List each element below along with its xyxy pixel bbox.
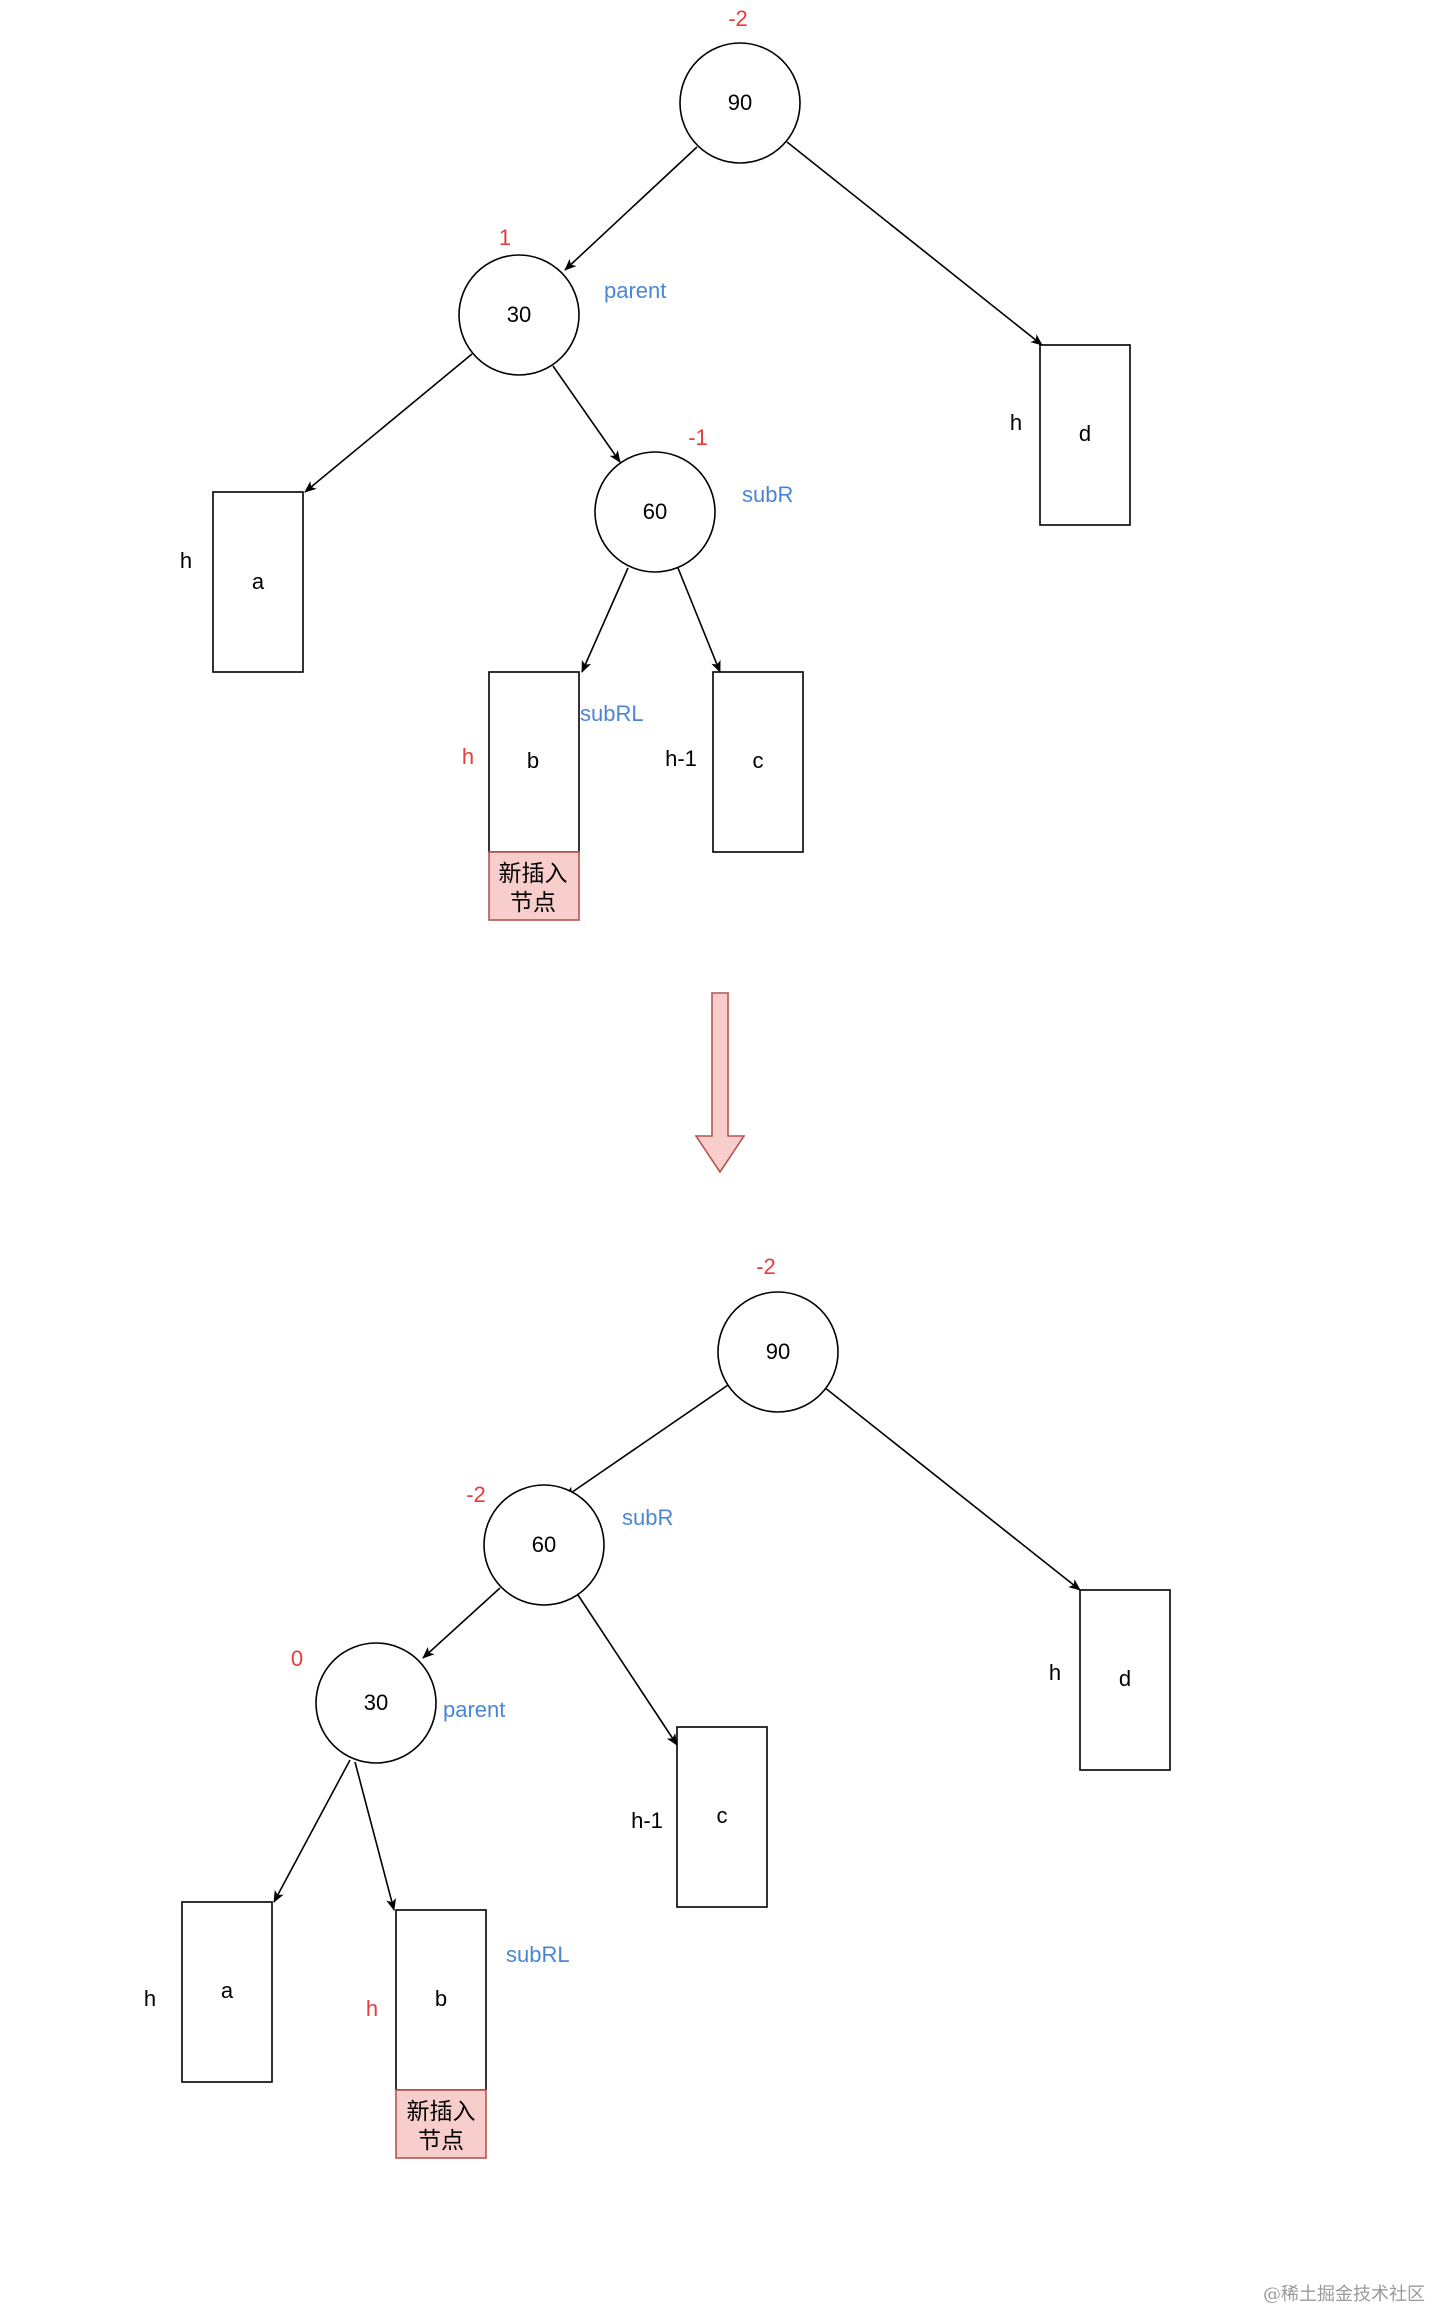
edge-60-to-c <box>577 1594 678 1746</box>
subtree-c-after <box>676 1726 768 1908</box>
subtree-d-height: h <box>1010 410 1022 435</box>
subtree-c-label: c <box>753 748 764 773</box>
edge-30-to-b <box>354 1761 397 1911</box>
diagram-after: 90 -2 60 -2 subR 30 0 parent a h b h sub… <box>144 1254 1171 2159</box>
subR-label: subR <box>742 482 793 507</box>
subtree-a-height: h <box>180 548 192 573</box>
node-60-balance-factor: -1 <box>688 425 708 450</box>
node-60 <box>594 451 716 573</box>
node-60-after-balance-factor: -2 <box>466 1482 486 1507</box>
node-30-after-key: 30 <box>364 1690 388 1715</box>
subRL-after-label: subRL <box>506 1942 570 1967</box>
edge-90-to-30 <box>564 146 698 271</box>
new-node-after-line1: 新插入 <box>407 2099 476 2125</box>
new-inserted-node <box>488 851 580 921</box>
down-arrow-icon <box>694 992 746 1174</box>
subtree-b-after-height: h <box>366 1996 378 2021</box>
subtree-a-after-label: a <box>221 1978 234 2003</box>
subtree-d-label: d <box>1079 421 1091 446</box>
subtree-d-after-height: h <box>1049 1660 1061 1685</box>
subtree-c-after-label: c <box>717 1803 728 1828</box>
subtree-a-after <box>181 1901 273 2083</box>
edge-60-to-c <box>677 567 721 673</box>
edge-30-to-a <box>304 353 473 493</box>
subtree-d <box>1039 344 1131 526</box>
node-30-after-balance-factor: 0 <box>291 1646 303 1671</box>
node-30 <box>458 254 580 376</box>
subtree-c <box>712 671 804 853</box>
node-90-key: 90 <box>728 90 752 115</box>
diagram-before: 90 -2 30 1 parent 60 -1 subR a h b h sub… <box>180 6 1131 921</box>
edge-90-to-d <box>786 141 1043 346</box>
subtree-a-after-height: h <box>144 1986 156 2011</box>
node-60-after <box>483 1484 605 1606</box>
subtree-b-height: h <box>462 744 474 769</box>
node-90-after <box>717 1291 839 1413</box>
edge-90-to-d <box>823 1386 1081 1591</box>
new-node-line1: 新插入 <box>499 861 568 887</box>
subtree-b-label: b <box>527 748 539 773</box>
node-90 <box>679 42 801 164</box>
edge-30-to-60 <box>552 365 621 463</box>
parent-after-label: parent <box>443 1697 505 1722</box>
parent-label: parent <box>604 278 666 303</box>
edge-60-to-30 <box>422 1587 501 1659</box>
subtree-a-label: a <box>252 569 265 594</box>
node-90-balance-factor: -2 <box>728 6 748 31</box>
node-90-after-key: 90 <box>766 1339 790 1364</box>
subRL-label: subRL <box>580 701 644 726</box>
edge-60-to-b <box>581 567 629 673</box>
new-node-line2: 节点 <box>510 890 556 916</box>
subtree-a <box>212 491 304 673</box>
subtree-c-after-height: h-1 <box>631 1808 663 1833</box>
subR-after-label: subR <box>622 1505 673 1530</box>
subtree-d-after-label: d <box>1119 1666 1131 1691</box>
edge-30-to-a <box>273 1759 351 1903</box>
subtree-c-height: h-1 <box>665 746 697 771</box>
subtree-b-after-label: b <box>435 1986 447 2011</box>
node-30-balance-factor: 1 <box>499 225 511 250</box>
new-node-after-line2: 节点 <box>418 2128 464 2154</box>
node-90-after-balance-factor: -2 <box>756 1254 776 1279</box>
node-30-after <box>315 1642 437 1764</box>
subtree-d-after <box>1079 1589 1171 1771</box>
new-inserted-node-after <box>395 2089 487 2159</box>
subtree-b-after <box>395 1909 487 2091</box>
edge-90-to-60 <box>564 1382 732 1498</box>
node-30-key: 30 <box>507 302 531 327</box>
node-60-after-key: 60 <box>532 1532 556 1557</box>
watermark: @稀土掘金技术社区 <box>1263 2284 1425 2305</box>
node-60-key: 60 <box>643 499 667 524</box>
